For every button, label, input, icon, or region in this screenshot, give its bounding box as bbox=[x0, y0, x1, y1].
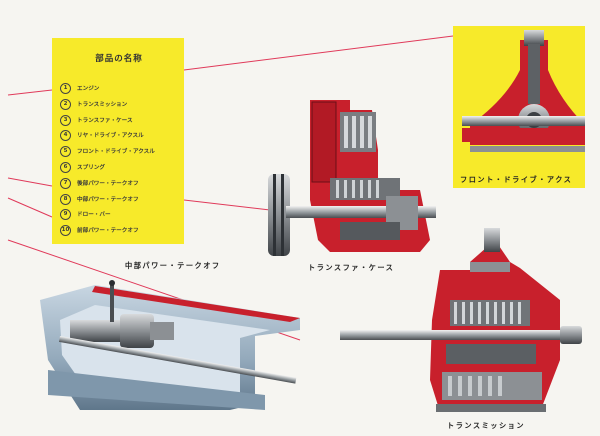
legend-number: 2 bbox=[60, 98, 71, 110]
legend-number: 8 bbox=[60, 193, 71, 205]
mid-pto-illustration bbox=[40, 280, 300, 410]
legend-item: 5 フロント・ドライブ・アクスル bbox=[60, 145, 178, 161]
legend-label: フロント・ドライブ・アクスル bbox=[77, 149, 155, 156]
legend-label: リヤ・ドライブ・アクスル bbox=[77, 133, 144, 140]
legend-item: 8 中部パワー・テークオフ bbox=[60, 193, 178, 209]
legend-item: 10 前部パワー・テークオフ bbox=[60, 224, 178, 240]
legend-item: 1 エンジン bbox=[60, 82, 178, 98]
parts-legend: 部品の名称 1 エンジン 2 トランスミッション 3 トランスファ・ケース 4 リヤ・ド… bbox=[52, 38, 184, 244]
caption-front-drive-axle: フロント・ドライブ・アクス bbox=[460, 175, 573, 184]
legend-number: 5 bbox=[60, 146, 71, 158]
front-drive-axle-illustration bbox=[453, 26, 585, 188]
legend-label: エンジン bbox=[77, 86, 100, 92]
legend-label: 前部パワー・テークオフ bbox=[77, 228, 139, 235]
legend-label: 後部パワー・テークオフ bbox=[77, 180, 139, 187]
legend-number: 6 bbox=[60, 161, 71, 173]
legend-label: トランスミッション bbox=[77, 101, 128, 108]
legend-number: 10 bbox=[60, 225, 71, 237]
transmission-illustration bbox=[340, 228, 582, 412]
legend-label: ドロー・バー bbox=[77, 212, 111, 219]
legend-number: 4 bbox=[60, 130, 71, 142]
legend-list: 1 エンジン 2 トランスミッション 3 トランスファ・ケース 4 リヤ・ドライブ・アク… bbox=[60, 82, 178, 240]
legend-number: 1 bbox=[60, 83, 71, 94]
legend-title: 部品の名称 bbox=[95, 54, 143, 64]
legend-label: スプリング bbox=[77, 164, 105, 171]
caption-mid-pto: 中部パワー・テークオフ bbox=[125, 261, 221, 270]
legend-number: 3 bbox=[60, 114, 71, 126]
legend-item: 4 リヤ・ドライブ・アクスル bbox=[60, 129, 178, 145]
caption-transfer-case: トランスファ・ケース bbox=[308, 263, 395, 272]
legend-number: 7 bbox=[60, 177, 71, 189]
legend-item: 9 ドロー・バー bbox=[60, 208, 178, 224]
caption-transmission: トランスミッション bbox=[447, 421, 526, 430]
transfer-case-illustration bbox=[268, 100, 436, 256]
legend-item: 3 トランスファ・ケース bbox=[60, 114, 178, 130]
legend-item: 6 スプリング bbox=[60, 161, 178, 177]
legend-item: 7 後部パワー・テークオフ bbox=[60, 177, 178, 193]
legend-label: トランスファ・ケース bbox=[77, 117, 133, 124]
legend-label: 中部パワー・テークオフ bbox=[77, 196, 139, 203]
legend-number: 9 bbox=[60, 209, 71, 221]
legend-item: 2 トランスミッション bbox=[60, 98, 178, 114]
